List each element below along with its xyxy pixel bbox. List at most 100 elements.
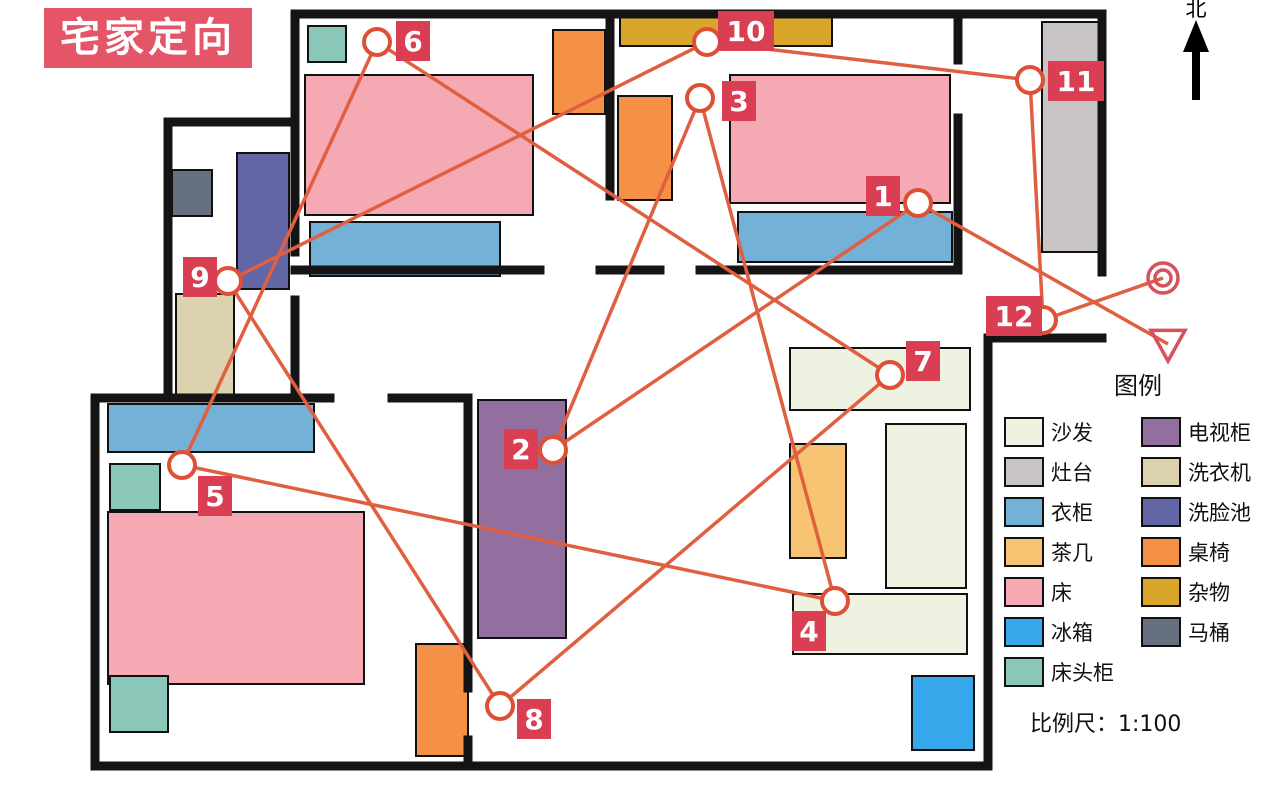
control-label-2: 2 [511, 433, 530, 466]
control-label-box-5 [198, 476, 232, 516]
course-leg [376, 40, 891, 377]
tea-swatch [1004, 537, 1044, 567]
wardrobe-swatch [1004, 497, 1044, 527]
legend: 图例 沙发灶台衣柜茶几床冰箱床头柜电视柜洗衣机洗脸池桌椅杂物马桶 [1004, 366, 1272, 687]
control-label-11: 11 [1057, 65, 1096, 98]
legend-label-tea: 茶几 [1051, 541, 1093, 565]
legend-label-chair: 桌椅 [1188, 541, 1230, 565]
control-circle-6 [362, 27, 392, 57]
furniture-bedside [109, 463, 161, 511]
course-leg [498, 373, 892, 708]
control-label-box-3 [722, 81, 756, 121]
course-leg [551, 97, 702, 451]
bedside-swatch [1004, 657, 1044, 687]
legend-item-bedside: 床头柜 [1004, 657, 1135, 687]
control-label-box-4 [792, 611, 826, 651]
control-circle-7 [875, 360, 905, 390]
north-label: 北 [1186, 0, 1207, 21]
course-leg [181, 463, 836, 603]
legend-item-tv: 电视柜 [1141, 417, 1272, 447]
legend-title: 图例 [1114, 372, 1162, 400]
washer-swatch [1141, 457, 1181, 487]
control-label-box-9 [183, 257, 217, 297]
control-label-box-2 [504, 429, 538, 469]
furniture-bed [107, 511, 365, 685]
control-label-7: 7 [913, 345, 932, 378]
control-label-box-1 [866, 176, 900, 216]
control-label-box-12 [986, 296, 1042, 336]
legend-label-bed: 床 [1051, 581, 1072, 605]
legend-item-chair: 桌椅 [1141, 537, 1272, 567]
control-circle-2 [538, 435, 568, 465]
control-label-box-10 [718, 11, 774, 51]
finish-outer-circle [1146, 261, 1180, 295]
control-label-5: 5 [205, 480, 224, 513]
control-circle-4 [820, 586, 850, 616]
course-leg [1028, 79, 1045, 321]
furniture-chair [552, 29, 606, 115]
control-circle-8 [485, 691, 515, 721]
control-label-12: 12 [995, 300, 1034, 333]
stove-swatch [1004, 457, 1044, 487]
basin-swatch [1141, 497, 1181, 527]
legend-label-sofa: 沙发 [1051, 421, 1093, 445]
legend-column: 沙发灶台衣柜茶几床冰箱床头柜 [1004, 417, 1135, 687]
control-label-3: 3 [729, 85, 748, 118]
control-circle-1 [903, 188, 933, 218]
course-leg [698, 97, 837, 602]
control-label-9: 9 [190, 261, 209, 294]
legend-label-stove: 灶台 [1051, 461, 1093, 485]
legend-item-sundries: 杂物 [1141, 577, 1272, 607]
furniture-chair [415, 643, 469, 757]
legend-item-toilet: 马桶 [1141, 617, 1272, 647]
control-circle-9 [213, 266, 243, 296]
control-circle-3 [685, 83, 715, 113]
furniture-washer [175, 293, 235, 397]
furniture-bedside [307, 25, 347, 63]
control-circle-10 [692, 27, 722, 57]
furniture-basin [236, 152, 290, 290]
legend-label-basin: 洗脸池 [1188, 501, 1251, 525]
furniture-fridge [911, 675, 975, 751]
north-arrow-head [1183, 20, 1209, 52]
course-leg [226, 280, 502, 707]
furniture-bed [729, 74, 951, 204]
control-label-box-6 [396, 21, 430, 61]
furniture-stove [1041, 21, 1101, 253]
tv-swatch [1141, 417, 1181, 447]
legend-columns: 沙发灶台衣柜茶几床冰箱床头柜电视柜洗衣机洗脸池桌椅杂物马桶 [1004, 417, 1272, 687]
legend-item-basin: 洗脸池 [1141, 497, 1272, 527]
fridge-swatch [1004, 617, 1044, 647]
page-title: 宅家定向 [44, 8, 252, 68]
toilet-swatch [1141, 617, 1181, 647]
legend-label-fridge: 冰箱 [1051, 621, 1093, 645]
legend-item-sofa: 沙发 [1004, 417, 1135, 447]
course-leg [227, 40, 708, 283]
course-leg [552, 201, 919, 452]
control-label-6: 6 [403, 25, 422, 58]
finish-inner-circle [1153, 268, 1173, 288]
legend-item-wardrobe: 衣柜 [1004, 497, 1135, 527]
legend-column: 电视柜洗衣机洗脸池桌椅杂物马桶 [1141, 417, 1272, 647]
sofa-swatch [1004, 417, 1044, 447]
legend-label-bedside: 床头柜 [1051, 661, 1114, 685]
start-triangle [1148, 328, 1188, 365]
bed-swatch [1004, 577, 1044, 607]
furniture-bedside [109, 675, 169, 733]
control-label-8: 8 [524, 703, 543, 736]
scale-text: 比例尺：1:100 [1030, 712, 1182, 737]
chair-swatch [1141, 537, 1181, 567]
legend-item-fridge: 冰箱 [1004, 617, 1135, 647]
control-circle-11 [1015, 65, 1045, 95]
sundries-swatch [1141, 577, 1181, 607]
furniture-toilet [171, 169, 213, 217]
legend-label-toilet: 马桶 [1188, 621, 1230, 645]
legend-item-bed: 床 [1004, 577, 1135, 607]
legend-label-washer: 洗衣机 [1188, 461, 1251, 485]
furniture-wardrobe [107, 403, 315, 453]
legend-label-tv: 电视柜 [1188, 421, 1251, 445]
north-arrow: 北 [1183, 0, 1209, 100]
furniture-bed [304, 74, 534, 216]
